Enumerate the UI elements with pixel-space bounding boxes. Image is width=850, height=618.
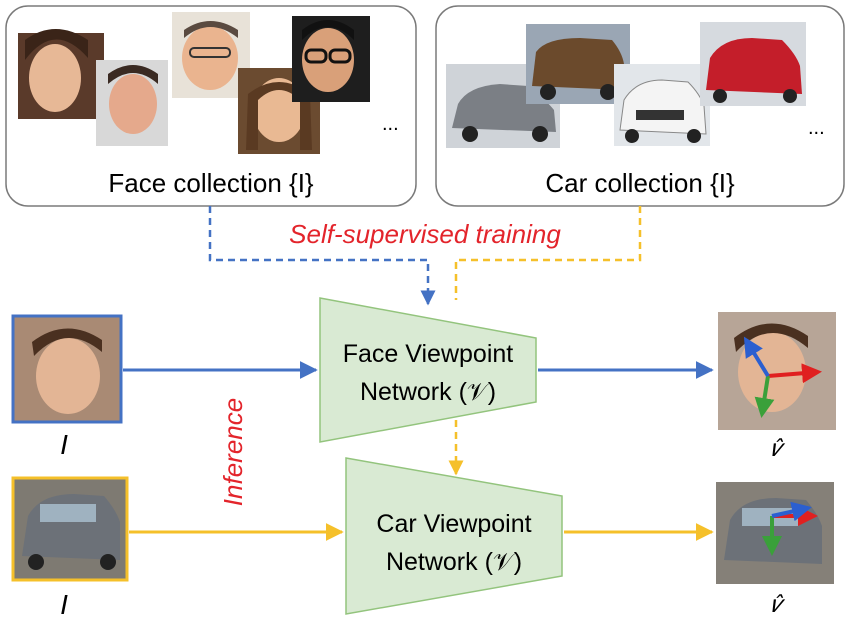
face-axis-z	[743, 336, 770, 378]
car-axis-z	[771, 501, 812, 522]
car-input-symbol: I	[60, 589, 68, 618]
car-collection-label: Car collection {I}	[545, 168, 735, 198]
face-input-symbol: I	[60, 429, 68, 460]
face-viewpoint-network: Face Viewpoint Network (𝒱)	[319, 297, 537, 443]
car-photo-2	[526, 24, 630, 104]
face-photo-3	[172, 12, 250, 98]
car-output-image	[716, 482, 834, 584]
face-input-image	[11, 314, 123, 424]
face-axis-y	[754, 375, 775, 418]
car-collection: ... Car collection {I}	[435, 5, 845, 207]
face-collection-label: Face collection {I}	[108, 168, 314, 198]
face-photo-1	[18, 29, 104, 119]
inference-label: Inference	[218, 398, 248, 506]
face-output-image	[718, 312, 836, 430]
face-network-line2: Network (𝒱)	[360, 378, 496, 406]
face-photo-5	[292, 16, 370, 102]
car-photo-3	[614, 64, 710, 146]
face-photo-2	[96, 60, 168, 146]
training-connectors	[208, 206, 642, 476]
face-output-symbol: 𝑣̂	[770, 435, 785, 462]
face-network-line1: Face Viewpoint	[343, 340, 514, 368]
car-network-line2: Network (𝒱)	[386, 548, 522, 576]
car-output-symbol: 𝑣̂	[770, 591, 785, 618]
car-photo-4	[700, 22, 806, 106]
car-network-line1: Car Viewpoint	[376, 510, 531, 538]
car-viewpoint-network: Car Viewpoint Network (𝒱)	[345, 457, 563, 615]
face-axis-x	[767, 363, 822, 384]
training-label: Self-supervised training	[289, 219, 561, 249]
face-collection: ... Face collection {I}	[5, 5, 417, 207]
car-ellipsis: ...	[808, 117, 825, 139]
car-input-image	[11, 476, 129, 582]
face-ellipsis: ...	[382, 113, 399, 135]
